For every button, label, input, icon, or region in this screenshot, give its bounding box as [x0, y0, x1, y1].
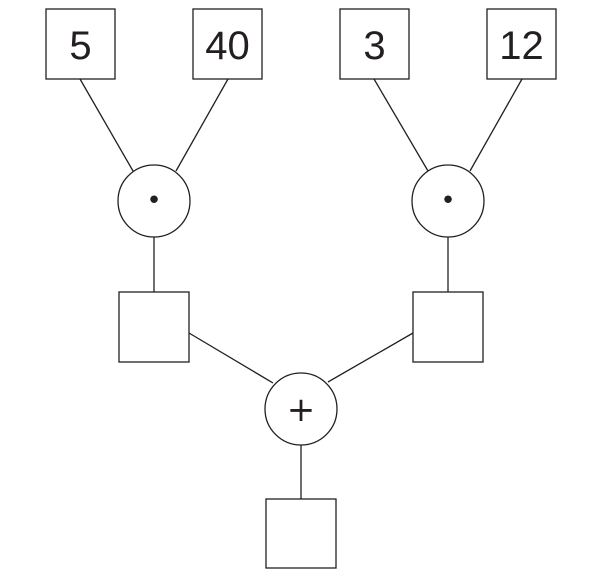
- edge-input3-to-mult2: [373, 78, 429, 172]
- input-box-1: 5: [45, 8, 116, 80]
- input-box-4: 12: [486, 8, 557, 80]
- sum-node: +: [264, 372, 338, 446]
- sum-operator: +: [287, 390, 316, 430]
- product-box-left: [118, 291, 190, 363]
- input-value-3: 3: [363, 24, 385, 68]
- multiply-node-right: •: [411, 164, 485, 238]
- multiply-operator-right: •: [440, 186, 455, 216]
- edge-input2-to-mult1: [175, 78, 229, 172]
- multiply-operator-left: •: [146, 186, 161, 216]
- product-box-right: [412, 291, 484, 363]
- input-value-2: 40: [205, 24, 250, 68]
- input-box-2: 40: [192, 8, 263, 80]
- multiply-node-left: •: [117, 164, 191, 238]
- edge-input4-to-mult2: [469, 78, 523, 172]
- input-value-4: 12: [499, 24, 544, 68]
- input-value-1: 5: [69, 24, 91, 68]
- result-box: [265, 498, 337, 569]
- edge-input1-to-mult1: [79, 78, 134, 172]
- connector-lines: [79, 78, 523, 499]
- edge-product2-to-sum: [327, 332, 414, 383]
- input-box-3: 3: [339, 8, 410, 80]
- edge-product1-to-sum: [188, 332, 274, 384]
